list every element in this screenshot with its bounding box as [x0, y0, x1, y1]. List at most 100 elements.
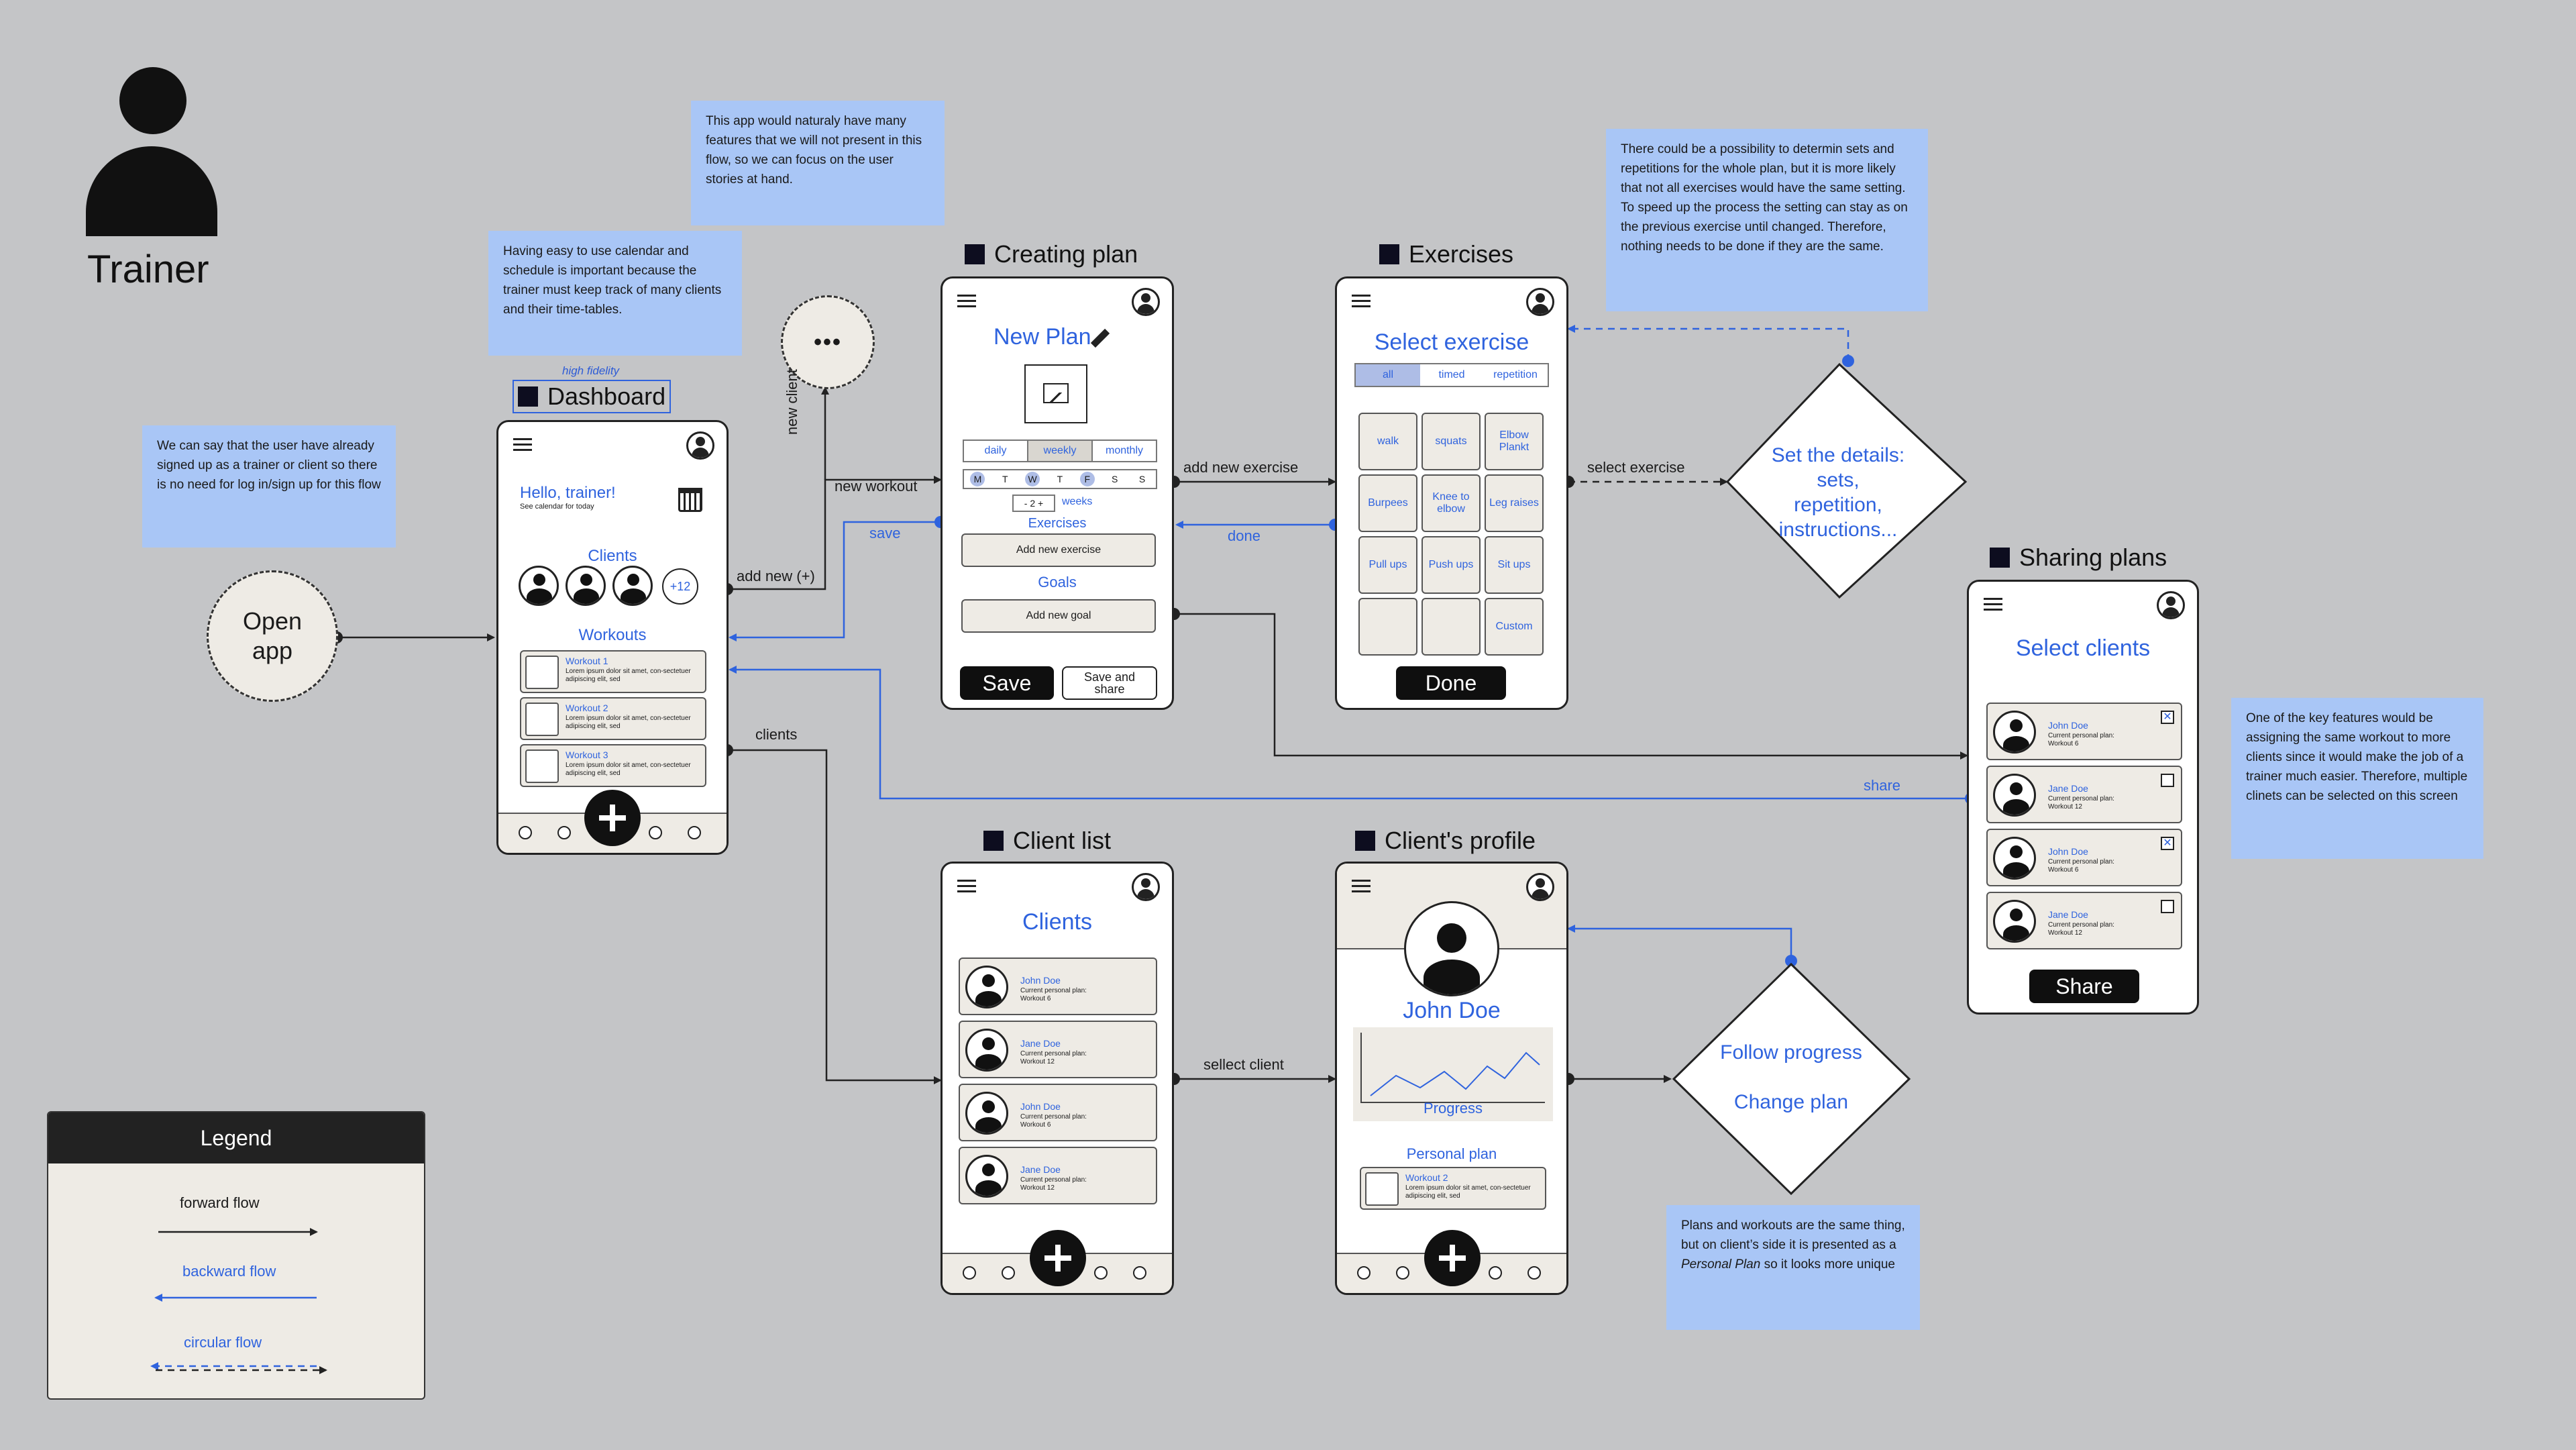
client-name: Jane Doe	[2048, 909, 2088, 920]
day-sun[interactable]: S	[1138, 474, 1146, 484]
client-avatar-icon	[1993, 837, 2036, 880]
save-button[interactable]: Save	[960, 666, 1054, 700]
tab-dot[interactable]	[649, 826, 662, 839]
client-avatar-1[interactable]	[519, 566, 559, 606]
exercise-tile[interactable]: Burpees	[1358, 474, 1417, 532]
share-button[interactable]: Share	[2029, 970, 2139, 1003]
legend-circular-label: circular flow	[184, 1334, 262, 1351]
day-thu[interactable]: T	[1057, 474, 1063, 484]
hamburger-menu-icon[interactable]	[1352, 295, 1371, 307]
checkbox-icon[interactable]	[2161, 774, 2174, 787]
exercise-tile[interactable]: Custom	[1485, 598, 1544, 656]
legend-title: Legend	[48, 1112, 424, 1163]
exercise-tile[interactable]: Elbow Plankt	[1485, 413, 1544, 470]
profile-avatar-icon[interactable]	[2157, 591, 2185, 619]
workout-card-1[interactable]: Workout 1 Lorem ipsum dolor sit amet, co…	[520, 650, 706, 693]
tab-dot[interactable]	[1133, 1266, 1146, 1280]
workout-card-2[interactable]: Workout 2 Lorem ipsum dolor sit amet, co…	[520, 697, 706, 740]
tab-dot[interactable]	[1396, 1266, 1409, 1280]
decision-change-text[interactable]: Change plan	[1733, 1091, 1849, 1113]
day-fri[interactable]: F	[1079, 472, 1095, 486]
client-avatar-2[interactable]	[566, 566, 606, 606]
client-avatar-3[interactable]	[612, 566, 653, 606]
freq-monthly[interactable]: monthly	[1105, 445, 1144, 456]
tab-dot[interactable]	[1002, 1266, 1015, 1280]
add-plus-button[interactable]	[584, 790, 641, 846]
checkbox-checked-icon[interactable]: ✕	[2161, 711, 2174, 724]
exercise-tile[interactable]: squats	[1421, 413, 1481, 470]
freq-daily[interactable]: daily	[964, 441, 1028, 461]
client-plan-text: Workout 6	[2048, 866, 2079, 874]
exercise-tile[interactable]	[1421, 598, 1481, 656]
day-tue[interactable]: T	[1002, 474, 1008, 484]
freq-weekly[interactable]: weekly	[1028, 441, 1093, 461]
add-goal-button[interactable]: Add new goal	[961, 599, 1156, 633]
profile-avatar-icon[interactable]	[1132, 288, 1160, 316]
more-node[interactable]: •••	[781, 295, 875, 389]
tab-dot[interactable]	[688, 826, 701, 839]
exercise-tile[interactable]: walk	[1358, 413, 1417, 470]
clients-heading: Clients	[1022, 909, 1092, 935]
tab-dot[interactable]	[557, 826, 571, 839]
workout-card-3[interactable]: Workout 3 Lorem ipsum dolor sit amet, co…	[520, 744, 706, 787]
progress-chart[interactable]: Progress	[1353, 1027, 1553, 1121]
day-wed[interactable]: W	[1025, 472, 1040, 486]
weeks-stepper[interactable]: - 2 +	[1012, 495, 1055, 512]
personal-plan-card[interactable]: Workout 2 Lorem ipsum dolor sit amet, co…	[1360, 1167, 1546, 1210]
calendar-icon[interactable]	[678, 488, 702, 512]
exercise-tile[interactable]: Push ups	[1421, 536, 1481, 594]
add-plus-button[interactable]	[1030, 1230, 1086, 1286]
client-name: John Doe	[2048, 846, 2088, 857]
image-placeholder-icon[interactable]	[1024, 364, 1087, 423]
decision-follow-text[interactable]: Follow progress	[1720, 1041, 1862, 1064]
exercise-tile[interactable]	[1358, 598, 1417, 656]
start-node[interactable]: Open app	[207, 570, 338, 702]
client-plan-text: Current personal plan:	[1020, 1176, 1087, 1184]
hamburger-menu-icon[interactable]	[957, 880, 976, 892]
tab-dot[interactable]	[1527, 1266, 1541, 1280]
more-clients-badge[interactable]: +12	[662, 568, 698, 605]
profile-avatar-icon[interactable]	[1526, 288, 1554, 316]
hamburger-menu-icon[interactable]	[1352, 880, 1371, 892]
pencil-icon[interactable]	[1090, 328, 1110, 348]
exercise-tile[interactable]: Sit ups	[1485, 536, 1544, 594]
exercises-title-text: Exercises	[1409, 240, 1514, 268]
tab-dot[interactable]	[963, 1266, 976, 1280]
tab-all[interactable]: all	[1356, 364, 1420, 386]
profile-avatar-icon[interactable]	[1132, 873, 1160, 901]
done-button[interactable]: Done	[1396, 666, 1506, 700]
tab-dot[interactable]	[1489, 1266, 1502, 1280]
note-signup: We can say that the user have already si…	[142, 425, 396, 548]
tab-dot[interactable]	[1357, 1266, 1371, 1280]
checkbox-checked-icon[interactable]: ✕	[2161, 837, 2174, 850]
profile-avatar-icon[interactable]	[1526, 873, 1554, 901]
hamburger-menu-icon[interactable]	[1984, 598, 2002, 611]
title-marker	[1379, 244, 1399, 264]
tab-dot[interactable]	[1094, 1266, 1108, 1280]
checkbox-icon[interactable]	[2161, 900, 2174, 913]
day-sat[interactable]: S	[1111, 474, 1118, 484]
day-mon[interactable]: M	[970, 472, 985, 486]
save-and-share-button[interactable]: Save and share	[1062, 666, 1157, 700]
tab-repetition[interactable]: repetition	[1493, 369, 1538, 380]
hamburger-menu-icon[interactable]	[957, 295, 976, 307]
exercise-tile[interactable]: Leg raises	[1485, 474, 1544, 532]
tab-timed[interactable]: timed	[1438, 369, 1465, 380]
add-exercise-button[interactable]: Add new exercise	[961, 533, 1156, 567]
tab-dot[interactable]	[519, 826, 532, 839]
hamburger-menu-icon[interactable]	[513, 438, 532, 451]
add-plus-button[interactable]	[1424, 1230, 1481, 1286]
exercise-tile[interactable]: Pull ups	[1358, 536, 1417, 594]
dashboard-greeting-sub: See calendar for today	[520, 503, 594, 511]
exercise-tile[interactable]: Knee to elbow	[1421, 474, 1481, 532]
profile-avatar-icon[interactable]	[686, 431, 714, 460]
